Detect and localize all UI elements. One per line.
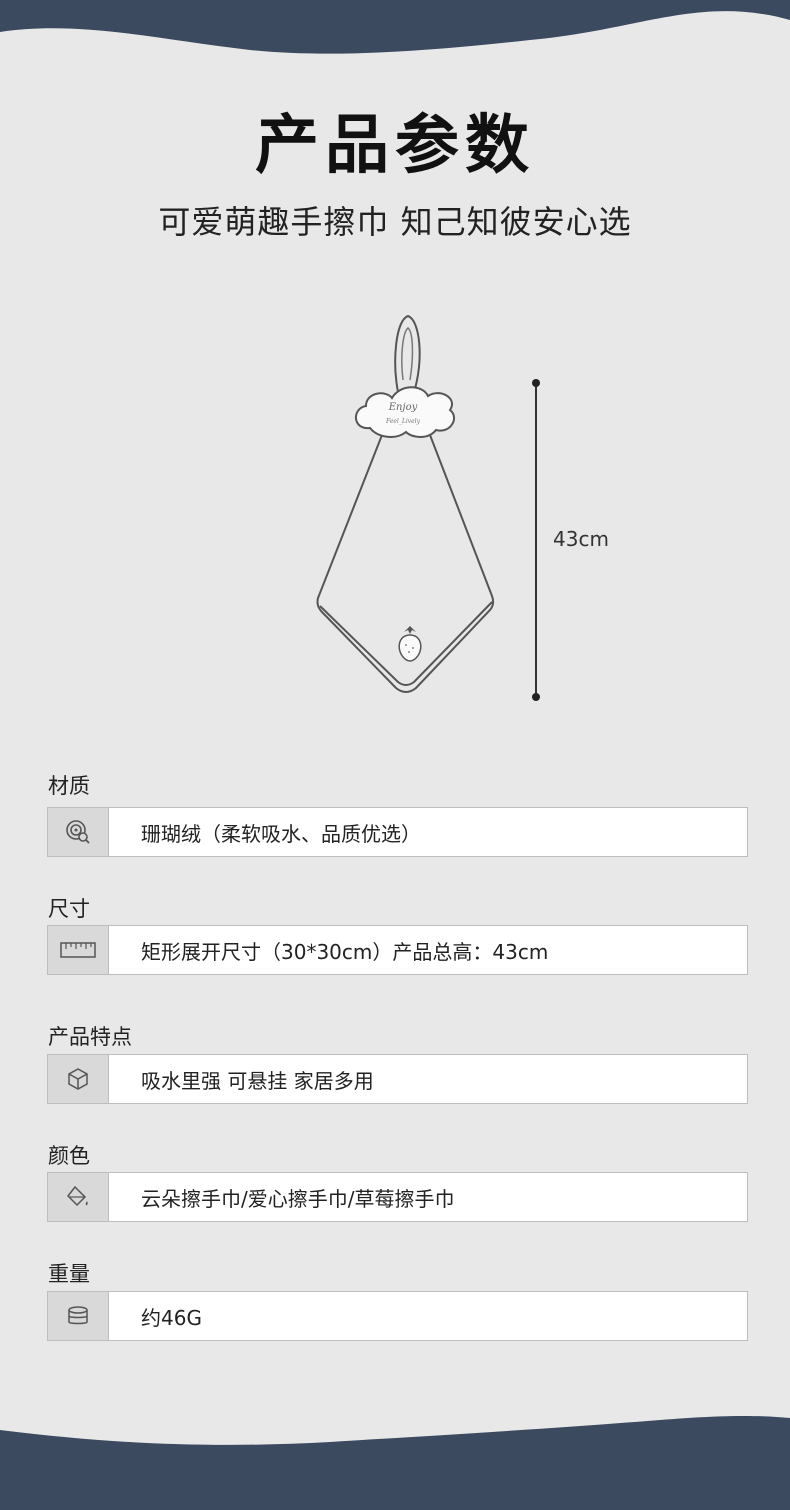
spec-label-size: 尺寸 — [48, 897, 90, 921]
weight-stack-icon — [48, 1292, 109, 1340]
page-subtitle: 可爱萌趣手擦巾 知己知彼安心选 — [158, 203, 632, 241]
spec-value-size: 矩形展开尺寸（30*30cm）产品总高：43cm — [141, 939, 549, 964]
spec-label-color: 颜色 — [48, 1144, 90, 1168]
bottom-wave-decoration — [0, 1415, 790, 1510]
spec-label-features: 产品特点 — [48, 1025, 132, 1049]
spec-value-weight: 约46G — [141, 1305, 202, 1330]
ruler-icon — [48, 926, 109, 974]
spec-label-material: 材质 — [48, 774, 90, 798]
page-title: 产品参数 — [255, 109, 535, 183]
dimension-dot-bottom — [532, 693, 540, 701]
spec-row-features: 吸水里强 可悬挂 家居多用 — [47, 1054, 748, 1104]
towel-illustration: Enjoy Feel_Lively — [316, 314, 495, 693]
spec-row-color: 云朵擦手巾/爱心擦手巾/草莓擦手巾 — [47, 1172, 748, 1222]
tag-text-enjoy: Enjoy — [388, 402, 418, 413]
spec-row-material: 珊瑚绒（柔软吸水、品质优选） — [47, 807, 748, 857]
height-label: 43cm — [553, 527, 609, 551]
spec-label-weight: 重量 — [48, 1262, 90, 1286]
dimension-dot-top — [532, 379, 540, 387]
tag-text-lively: Feel_Lively — [385, 418, 421, 425]
spec-row-weight: 约46G — [47, 1291, 748, 1341]
box-icon — [48, 1055, 109, 1103]
fabric-icon — [48, 808, 109, 856]
spec-value-features: 吸水里强 可悬挂 家居多用 — [141, 1068, 374, 1093]
top-wave-decoration — [0, 0, 790, 54]
height-dimension-line — [535, 383, 537, 697]
paint-bucket-icon — [48, 1173, 109, 1221]
spec-value-color: 云朵擦手巾/爱心擦手巾/草莓擦手巾 — [141, 1186, 455, 1211]
spec-row-size: 矩形展开尺寸（30*30cm）产品总高：43cm — [47, 925, 748, 975]
spec-value-material: 珊瑚绒（柔软吸水、品质优选） — [141, 821, 421, 846]
